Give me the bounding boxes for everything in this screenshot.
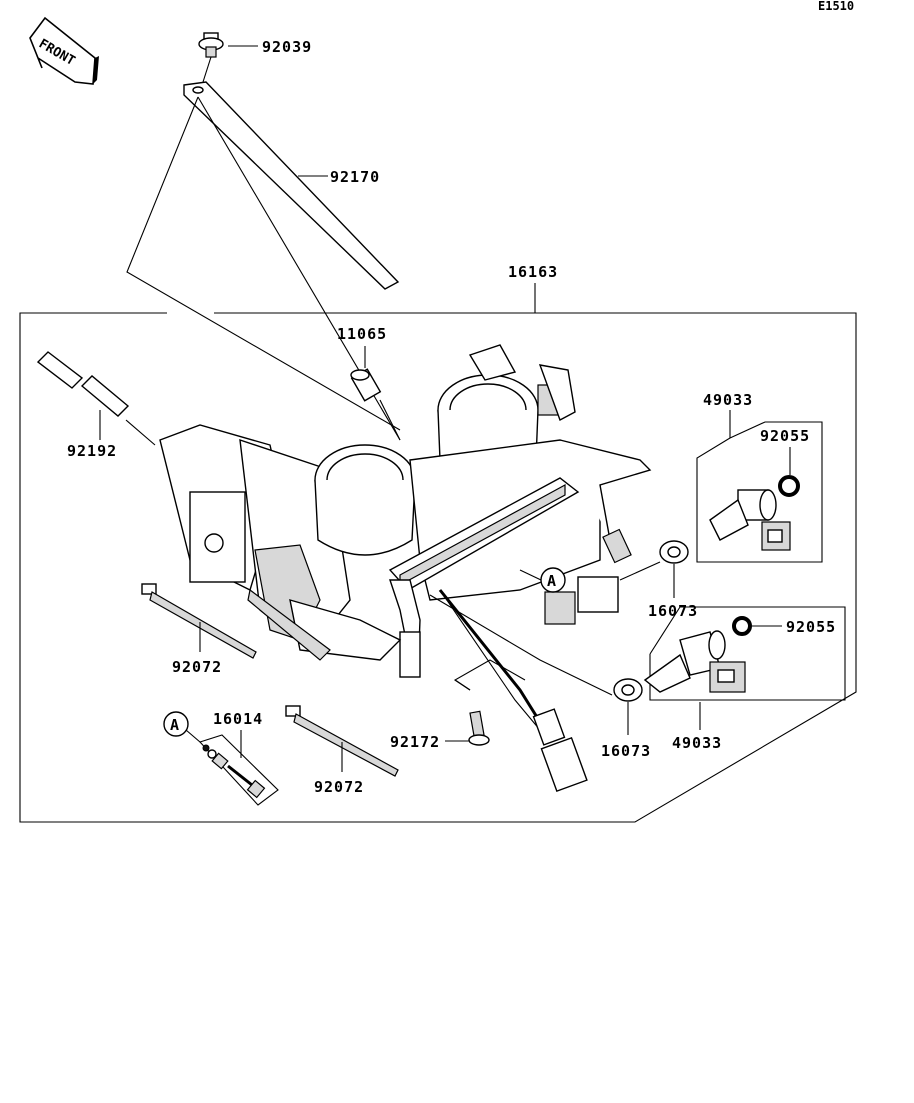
label-11065: 11065 xyxy=(337,325,387,343)
part-92055-oring-bottom xyxy=(732,616,752,636)
front-arrow-icon: FRONT xyxy=(29,16,99,85)
part-92170-strap xyxy=(183,81,400,290)
part-92072-cable-tie-left xyxy=(141,583,257,659)
part-92192-hose xyxy=(36,351,130,417)
part-16073-washer-top xyxy=(659,540,689,564)
label-92192: 92192 xyxy=(67,442,117,460)
callout-a-letter-2: A xyxy=(170,716,180,734)
part-92072-cable-tie-right xyxy=(285,705,399,777)
label-92170: 92170 xyxy=(330,168,380,186)
part-92055-oring-top xyxy=(778,475,800,497)
callout-a-letter: A xyxy=(547,572,557,590)
throttle-body-assembly xyxy=(159,344,652,792)
label-16163: 16163 xyxy=(508,263,558,281)
part-92039-bolt xyxy=(198,32,224,83)
label-92072-right: 92072 xyxy=(314,778,364,796)
part-49033-injector-bottom xyxy=(643,630,746,693)
label-92172: 92172 xyxy=(390,733,440,751)
label-92055-bottom: 92055 xyxy=(786,618,836,636)
part-92172-screw xyxy=(468,710,490,746)
label-92039: 92039 xyxy=(262,38,312,56)
label-16014: 16014 xyxy=(213,710,263,728)
part-16014-screw-set xyxy=(199,734,279,806)
part-16073-washer-bottom xyxy=(613,678,643,702)
label-92072-left: 92072 xyxy=(172,658,222,676)
label-92055-top: 92055 xyxy=(760,427,810,445)
part-49033-injector-top xyxy=(709,489,791,551)
callout-a-marker-2 xyxy=(163,711,189,737)
label-16073-bottom: 16073 xyxy=(601,742,651,760)
diagram-code: E1510 xyxy=(818,0,854,13)
assembly-frame xyxy=(19,312,857,823)
part-11065-cap xyxy=(350,368,382,402)
label-49033-top: 49033 xyxy=(703,391,753,409)
label-49033-bottom: 49033 xyxy=(672,734,722,752)
